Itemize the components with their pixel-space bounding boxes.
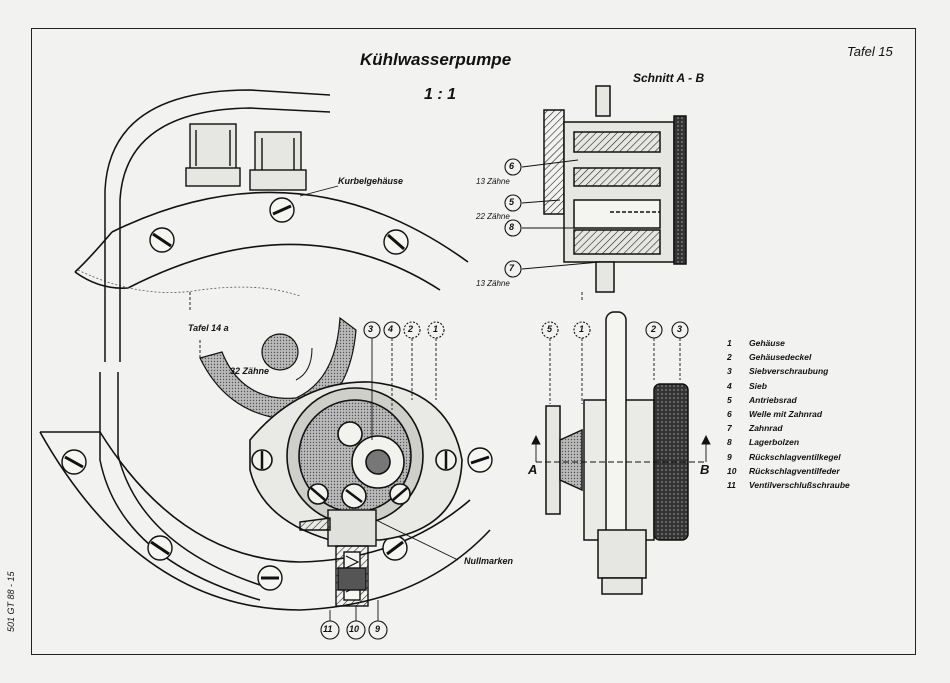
callout-6-note: 13 Zähne: [476, 177, 510, 186]
legend-row: 7 Zahnrad: [727, 421, 897, 435]
legend-number: 1: [727, 338, 732, 349]
crankcase-upper-flange: [74, 191, 469, 291]
section-view-leaders: [521, 159, 601, 300]
main-callout-11: 11: [323, 624, 333, 634]
legend-text: Zahnrad: [749, 423, 783, 434]
water-pipe: [99, 89, 331, 601]
legend-text: Antriebsrad: [749, 394, 797, 405]
callout-7-number: 7: [509, 263, 515, 273]
side-view-leaders: [531, 338, 711, 463]
gear-teeth-label: 32 Zähne: [230, 366, 270, 376]
legend-number: 5: [727, 394, 732, 405]
zero-marks-label: Nullmarken: [464, 556, 514, 566]
sheet-title: Kühlwasserpumpe: [360, 50, 512, 69]
legend-row: 3 Siebverschraubung: [727, 364, 897, 378]
legend-text: Rückschlagventilfeder: [749, 465, 840, 476]
sheet-scale: 1 : 1: [424, 86, 457, 103]
slotted-screws: [61, 197, 493, 591]
legend-number: 2: [727, 352, 732, 363]
legend-text: Gehäusedeckel: [749, 352, 812, 363]
callout-5-note: 22 Zähne: [476, 212, 510, 221]
main-view-leaders: [189, 185, 459, 630]
crankcase-lower-flange: [39, 431, 491, 611]
legend-number: 11: [727, 479, 736, 490]
legend-row: 9 Rückschlagventilkegel: [727, 450, 897, 464]
reference-plate-label: Tafel 14 a: [188, 323, 229, 333]
callout-6-number: 6: [509, 161, 515, 171]
legend-text: Welle mit Zahnrad: [749, 409, 823, 420]
drawing-frame: [31, 28, 916, 655]
section-mark-a: A: [528, 462, 538, 477]
side-view-drawing: [545, 311, 689, 595]
legend-row: 1 Gehäuse: [727, 336, 897, 350]
legend-number: 7: [727, 423, 732, 434]
legend-row: 2 Gehäusedeckel: [727, 350, 897, 364]
section-mark-b: B: [700, 462, 710, 477]
check-valve-assembly: [299, 509, 377, 607]
legend-row: 10 Rückschlagventilfeder: [727, 464, 897, 478]
main-callout-9: 9: [375, 624, 381, 634]
legend-text: Rückschlagventilkegel: [749, 451, 841, 462]
crankcase-label: Kurbelgehäuse: [338, 176, 404, 186]
main-callout-3: 3: [368, 324, 374, 334]
main-callout-2: 2: [408, 324, 414, 334]
legend-number: 3: [727, 366, 732, 377]
callout-8-number: 8: [509, 222, 515, 232]
side-callout-3: 3: [677, 324, 683, 334]
legend-text: Ventilverschlußschraube: [749, 479, 850, 490]
side-callout-5: 5: [547, 324, 553, 334]
callout-circles: [320, 158, 689, 640]
legend-text: Sieb: [749, 380, 767, 391]
main-callout-10: 10: [349, 624, 360, 634]
legend-number: 4: [727, 380, 732, 391]
parts-legend: 1 Gehäuse 2 Gehäusedeckel 3 Siebverschraubu…: [727, 336, 897, 492]
pipe-fittings: [185, 123, 307, 191]
legend-number: 10: [727, 465, 737, 476]
break-line: [77, 269, 301, 297]
legend-row: 11 Ventilverschlußschraube: [727, 478, 897, 492]
side-callout-1: 1: [579, 324, 585, 334]
section-view-drawing: [543, 85, 687, 293]
legend-row: 5 Antriebsrad: [727, 393, 897, 407]
main-callout-4: 4: [388, 324, 394, 334]
legend-row: 6 Welle mit Zahnrad: [727, 407, 897, 421]
legend-row: 4 Sieb: [727, 379, 897, 393]
legend-text: Gehäuse: [749, 338, 785, 349]
legend-number: 6: [727, 409, 732, 420]
legend-number: 9: [727, 451, 732, 462]
callout-7-note: 13 Zähne: [476, 279, 510, 288]
legend-row: 8 Lagerbolzen: [727, 435, 897, 449]
section-title: Schnitt A - B: [633, 71, 705, 85]
legend-text: Lagerbolzen: [749, 437, 800, 448]
legend-text: Siebverschraubung: [749, 366, 829, 377]
legend-number: 8: [727, 437, 732, 448]
main-callout-1: 1: [433, 324, 439, 334]
side-callout-2: 2: [651, 324, 657, 334]
callout-5-number: 5: [509, 197, 515, 207]
margin-code: 501 GT 88 - 15: [6, 571, 16, 632]
plate-number: Tafel 15: [847, 44, 893, 59]
